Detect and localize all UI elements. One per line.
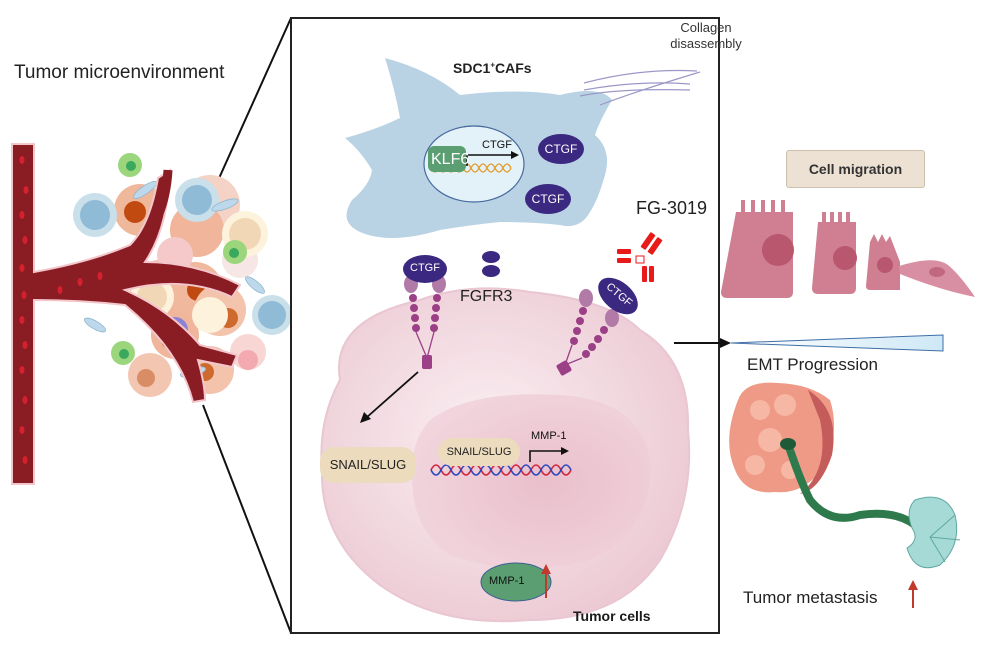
- secreted-ctgf: [482, 251, 500, 263]
- zoom-connector-bottom: [202, 404, 292, 634]
- ctgf-bound-right: [598, 277, 638, 315]
- mmp1-arrow-head: [561, 447, 569, 455]
- caf-label-suffix: CAFs: [495, 60, 532, 76]
- caf-label-superscript: +: [490, 60, 496, 70]
- cell-migration-label: Cell migration: [786, 150, 925, 188]
- metastasis-up-arrow-head: [908, 580, 918, 590]
- tumor-microenvironment-title: Tumor microenvironment: [14, 62, 225, 83]
- emt-progression-label: EMT Progression: [747, 355, 879, 374]
- collagen-label-line2: disassembly: [670, 36, 742, 51]
- migrating-cells-illustration: [721, 200, 975, 298]
- ctgf-bound-left-label: CTGF: [410, 262, 440, 274]
- ctgf-promoter-arrow: [466, 154, 511, 166]
- lymphocyte-nucleus: [258, 301, 286, 329]
- tumor-cell-nucleus: [124, 201, 146, 223]
- red-blood-cells: [19, 156, 103, 464]
- ctgf-gene-label: CTGF: [482, 139, 512, 151]
- outcome-arrow-head: [720, 338, 731, 348]
- fgfr3-label: FGFR3: [460, 288, 513, 305]
- tumor-microenvironment-illustration: [11, 143, 292, 485]
- macrophage: [192, 297, 228, 333]
- zoom-connector-top: [215, 17, 292, 186]
- klf6-box: [428, 146, 466, 172]
- mmp1-gene-label: MMP-1: [531, 430, 567, 442]
- ctgf-protein-2: CTGF: [525, 184, 571, 214]
- fg3019-antibody-icon: [617, 232, 663, 282]
- secreted-ctgf: [482, 265, 500, 277]
- caf-label-marker: SDC1: [453, 60, 491, 76]
- mmp1-up-arrow-head: [541, 564, 551, 574]
- fg3019-label: FG-3019: [636, 198, 708, 218]
- signal-arrow-head: [360, 412, 371, 423]
- lymphocyte-nucleus: [80, 200, 110, 230]
- caf-label: SDC1+CAFs: [453, 60, 532, 76]
- zoom-box: [290, 17, 720, 634]
- snail-slug-nucleus: SNAIL/SLUG: [438, 438, 520, 466]
- pink-cell-nucleus: [238, 350, 258, 370]
- signal-arrow: [365, 371, 419, 419]
- snail-slug-cytoplasm: SNAIL/SLUG: [320, 447, 416, 483]
- collagen-disassembly-label: Collagen disassembly: [660, 20, 752, 52]
- collagen-label-line1: Collagen: [680, 20, 732, 35]
- metastasis-illustration: [729, 382, 961, 569]
- blood-vessel: [11, 143, 242, 485]
- tumor-metastasis-label: Tumor metastasis: [743, 588, 878, 607]
- mmp1-promoter-arrow: [529, 450, 561, 462]
- mmp1-protein: [480, 562, 552, 602]
- lymphocyte-nucleus: [182, 185, 212, 215]
- klf6-label: KLF6: [431, 151, 470, 168]
- emt-wedge: [730, 334, 944, 352]
- dendritic-cell-nucleus: [119, 161, 239, 359]
- collagen-fibers: [579, 69, 701, 106]
- tumor-cell-nucleus: [411, 394, 651, 569]
- fgfr3-receptor-right: [556, 289, 619, 376]
- tumor-cell-nucleus: [137, 369, 155, 387]
- mmp1-protein-label: MMP-1: [489, 575, 525, 587]
- ctgf-bound-left: [403, 255, 447, 283]
- tumor-cells-label: Tumor cells: [573, 608, 651, 624]
- ctgf-arrow-head: [511, 151, 519, 159]
- ctgf-protein-1: CTGF: [538, 134, 584, 164]
